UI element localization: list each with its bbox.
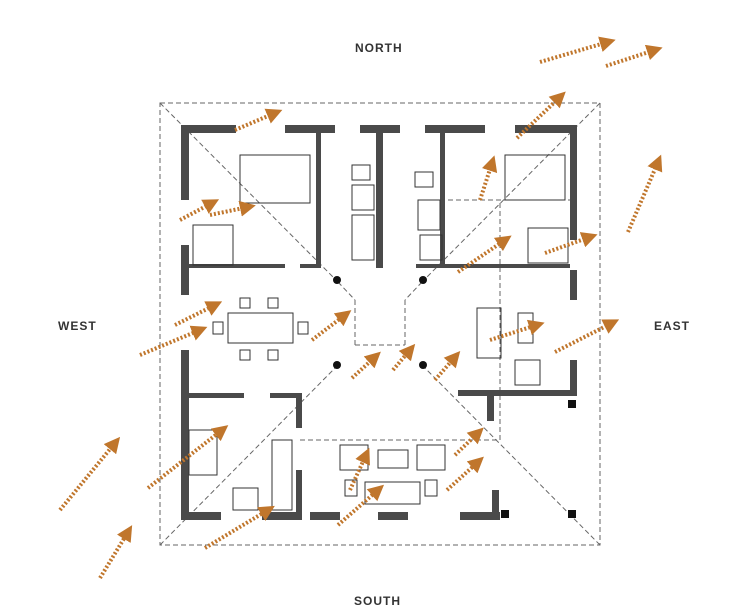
wind-arrows (58, 36, 663, 580)
desk-west (192, 224, 234, 266)
wind-flow-icon (348, 447, 370, 491)
wind-flow-icon (433, 350, 461, 382)
wind-flow-icon (139, 325, 208, 357)
dining-table (227, 312, 294, 344)
wind-flow-icon (336, 484, 385, 527)
wind-flow-icon (489, 319, 545, 342)
wind-flow-icon (350, 351, 381, 380)
sink (351, 184, 375, 211)
furniture (188, 154, 569, 511)
wind-flow-icon (179, 199, 220, 222)
wind-flow-icon (174, 301, 223, 327)
wind-flow-icon (445, 456, 484, 492)
wind-flow-icon (605, 44, 663, 68)
label-north: NORTH (355, 41, 403, 55)
kitchen-counter (188, 429, 218, 476)
label-west: WEST (58, 319, 97, 333)
wind-flow-icon (391, 343, 416, 372)
stove (232, 487, 259, 511)
label-east: EAST (654, 319, 691, 333)
wind-flow-icon (203, 505, 275, 550)
wind-flow-icon (453, 427, 484, 457)
sofa-south (364, 481, 421, 505)
wind-flow-icon (456, 235, 512, 274)
wind-flow-icon (554, 319, 620, 354)
bed-west (239, 154, 311, 204)
wind-flow-icon (58, 436, 121, 512)
wind-flow-icon (626, 154, 663, 233)
wind-flow-icon (515, 91, 566, 140)
bed-east (504, 154, 566, 201)
toilet (351, 164, 371, 181)
wind-flow-icon (98, 525, 133, 580)
wind-flow-icon (234, 108, 283, 132)
label-south: SOUTH (354, 594, 401, 608)
wind-flow-icon (539, 36, 616, 64)
wind-flow-icon (209, 200, 256, 217)
wind-flow-icon (310, 310, 352, 342)
armchair (339, 444, 369, 471)
wind-flow-icon (478, 155, 498, 201)
walls (181, 125, 577, 520)
columns (333, 276, 576, 518)
sofa-east (476, 307, 502, 359)
desk-east (527, 227, 569, 264)
